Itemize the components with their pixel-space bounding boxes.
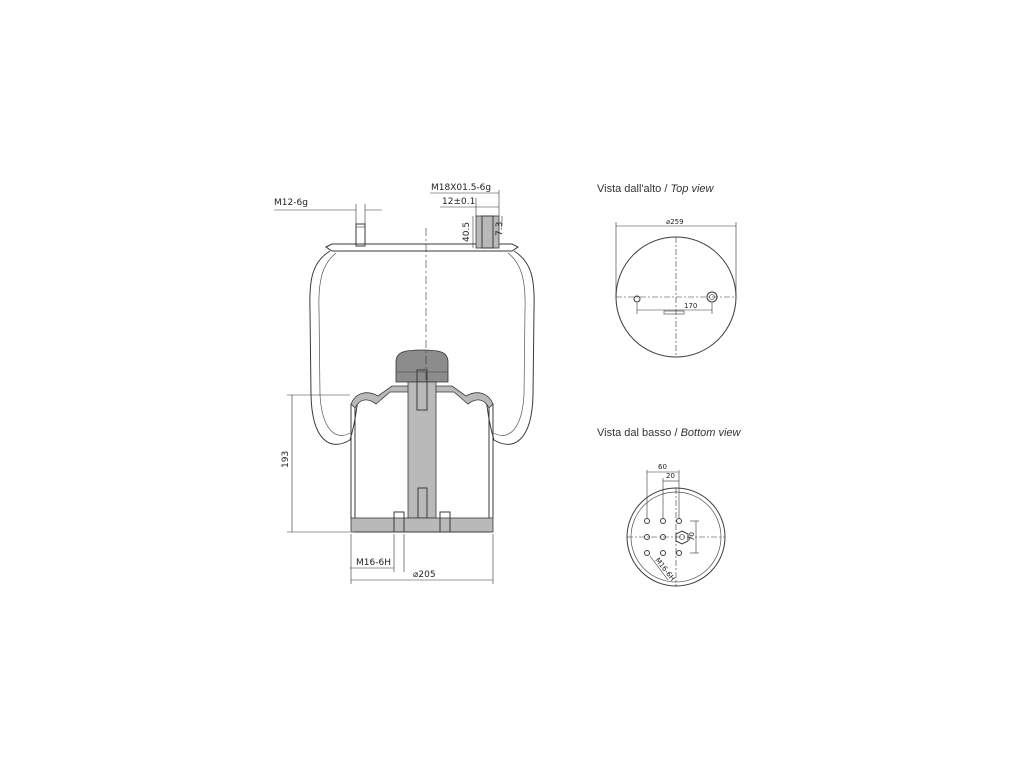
top-view: Vista dall'alto / Top view ⌀259 170 <box>597 183 737 358</box>
bottom-view-holes <box>644 518 682 556</box>
label-port-depth: 7.3 <box>495 222 505 236</box>
piston-top <box>350 385 494 409</box>
label-m16-thread: M16-6H <box>356 558 391 568</box>
label-stud-height: 40.5 <box>462 222 472 242</box>
top-plate <box>325 243 519 252</box>
bump-stop <box>395 349 449 383</box>
center-column <box>407 381 437 519</box>
bottom-view-dim-70: 70 <box>688 532 696 541</box>
label-m12-thread: M12-6g <box>274 198 308 208</box>
label-height: 193 <box>281 451 291 468</box>
side-view: M12-6g M18X01.5-6g 12±0.1 40.5 7.3 193 M… <box>274 183 535 584</box>
top-view-title: Vista dall'alto / Top view <box>597 183 715 195</box>
top-view-port <box>706 291 718 303</box>
bottom-view-dim-20: 20 <box>666 472 675 480</box>
label-port-offset: 12±0.1 <box>442 197 475 207</box>
mounting-stud <box>355 223 366 247</box>
label-diameter: ⌀205 <box>413 570 436 580</box>
bottom-view-title: Vista dal basso / Bottom view <box>597 427 742 439</box>
base-plate <box>350 517 494 533</box>
bottom-view-nut <box>675 530 689 545</box>
top-view-stud <box>633 295 641 303</box>
bottom-view: Vista dal basso / Bottom view 60 20 <box>597 427 742 587</box>
top-view-diameter: ⌀259 <box>666 218 684 226</box>
bottom-view-thread: M16-6H <box>653 556 676 582</box>
label-m18-thread: M18X01.5-6g <box>431 183 491 193</box>
top-view-stud-spacing: 170 <box>684 302 697 310</box>
bottom-view-dim-60: 60 <box>658 463 667 471</box>
